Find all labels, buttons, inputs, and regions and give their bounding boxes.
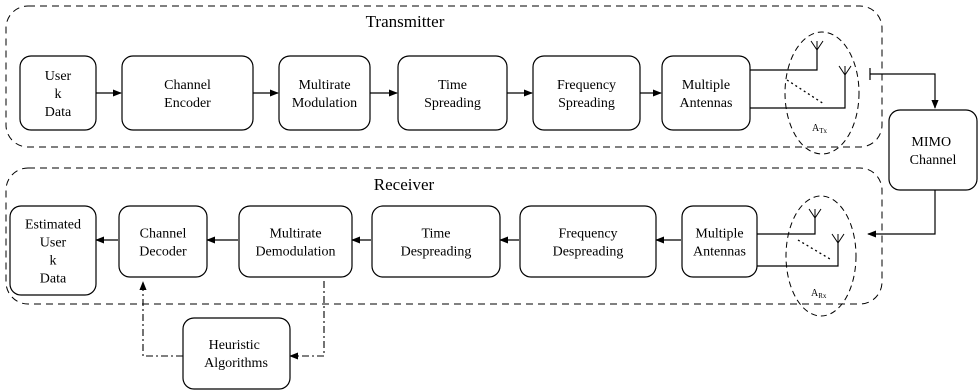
rx-antenna-label: ARx [811,288,827,300]
tx-antenna-feed-2 [750,75,846,109]
transmitter-title: Transmitter [366,12,445,31]
rx-antenna-feed-2 [757,243,839,267]
arrow-mimo-to-rx [867,190,936,238]
arrow-demodulation-to-heuristic [289,281,325,360]
rx-antenna-2-icon [831,233,845,244]
tx-antenna-feed-1 [750,50,818,71]
arrow-tx-to-mimo [870,73,939,109]
tx-antenna-group-ellipse [784,31,860,155]
tx-antenna-2-icon [838,65,852,76]
rx-antenna-feed-1 [757,218,816,235]
heuristic-algorithms-label: Heuristic Algorithms [204,338,268,371]
transmitter-group [5,5,883,148]
receiver-group [5,167,883,305]
mimo-channel-block: MIMO Channel [888,109,978,191]
mimo-channel-label: MIMO Channel [910,135,957,168]
arrow-heuristic-to-decoder [139,281,183,357]
receiver-title: Receiver [374,175,435,194]
tx-antenna-1-icon [810,40,824,51]
rx-antenna-dots [797,239,831,260]
rx-antenna-1-icon [808,208,822,219]
rx-antenna-group-ellipse [785,195,857,317]
tx-antenna-label: ATx [812,123,828,135]
tx-antenna-dots [786,79,825,105]
heuristic-algorithms-block: Heuristic Algorithms [182,317,291,390]
